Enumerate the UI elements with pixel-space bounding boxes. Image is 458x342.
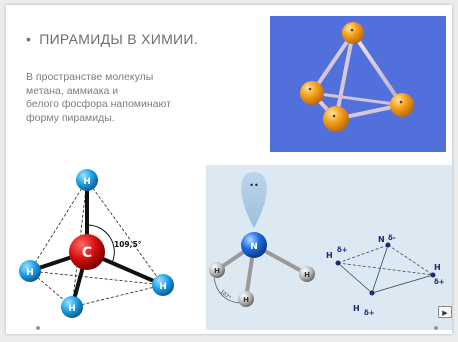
- nitrogen-atom: [241, 232, 267, 258]
- play-button[interactable]: ▶: [438, 306, 452, 318]
- diagram-h-label: H: [353, 304, 360, 313]
- hydrogen-label: H: [83, 177, 91, 187]
- diagram-h-charge: δ+: [364, 309, 375, 317]
- hydrogen-atom: [209, 262, 225, 278]
- hydrogen-atom: [299, 266, 315, 282]
- lone-pair-orbital: [241, 172, 267, 228]
- slide-body-text: В пространстве молекулы метана, аммиака …: [26, 71, 226, 125]
- ammonia-molecule-svg: •• 107° N H H H: [209, 172, 445, 317]
- slide-title: • ПИРАМИДЫ В ХИМИИ.: [26, 31, 198, 47]
- play-icon: ▶: [442, 309, 448, 317]
- slide: • ПИРАМИДЫ В ХИМИИ. В пространстве молеку…: [6, 5, 452, 334]
- p4-bonds: [310, 31, 404, 121]
- hydrogen-label: H: [214, 267, 220, 275]
- dipole-diagram-lines: [337, 244, 434, 294]
- hydrogen-label: H: [68, 304, 76, 314]
- diagram-n-label: N: [378, 235, 385, 244]
- carbon-label: C: [82, 245, 92, 261]
- angle-arc: [86, 224, 115, 264]
- hydrogen-label: H: [159, 282, 167, 292]
- hydrogen-atom: [19, 260, 41, 282]
- slide-dot: [36, 326, 40, 330]
- hydrogen-atom: [61, 296, 83, 318]
- hydrogen-label: H: [304, 271, 310, 279]
- body-line: белого фосфора напоминают: [26, 98, 171, 110]
- carbon-atom: [69, 234, 105, 270]
- methane-molecule-image: 109,5° C H H H H: [16, 167, 191, 327]
- diagram-h-charge: δ+: [337, 246, 348, 254]
- ammonia-molecule-image: •• 107° N H H H: [206, 165, 452, 330]
- hydrogen-atom: [238, 291, 254, 307]
- diagram-h-charge: δ+: [434, 278, 445, 286]
- hydrogen-atom: [152, 274, 174, 296]
- body-line: форму пирамиды.: [26, 111, 115, 124]
- dipole-diagram-nodes: [335, 242, 436, 296]
- body-line: метана, аммиака и: [26, 84, 119, 97]
- p4-atoms: [300, 22, 414, 132]
- diagram-n-charge: δ-: [388, 234, 396, 242]
- diagram-h-label: H: [326, 251, 333, 260]
- methane-angle-label: 109,5°: [114, 240, 142, 249]
- title-text: ПИРАМИДЫ В ХИМИИ.: [39, 31, 198, 47]
- phosphorus-molecule-image: [270, 16, 446, 152]
- hydrogen-label: H: [243, 296, 249, 304]
- title-bullet: •: [26, 31, 32, 47]
- slide-dot: [434, 326, 438, 330]
- diagram-h-label: H: [434, 263, 441, 272]
- ammonia-angle-arc: [213, 277, 241, 304]
- phosphorus-molecule-svg: [300, 22, 414, 132]
- body-line: В пространстве молекулы: [26, 71, 154, 83]
- hydrogen-label: H: [26, 268, 34, 278]
- hydrogen-atom: [76, 169, 98, 191]
- methane-edges: [29, 179, 164, 308]
- ammonia-angle-label: 107°: [219, 289, 232, 302]
- nitrogen-label: N: [250, 242, 258, 252]
- lone-pair-label: ••: [249, 181, 258, 190]
- methane-molecule-svg: 109,5° C H H H H: [19, 169, 174, 318]
